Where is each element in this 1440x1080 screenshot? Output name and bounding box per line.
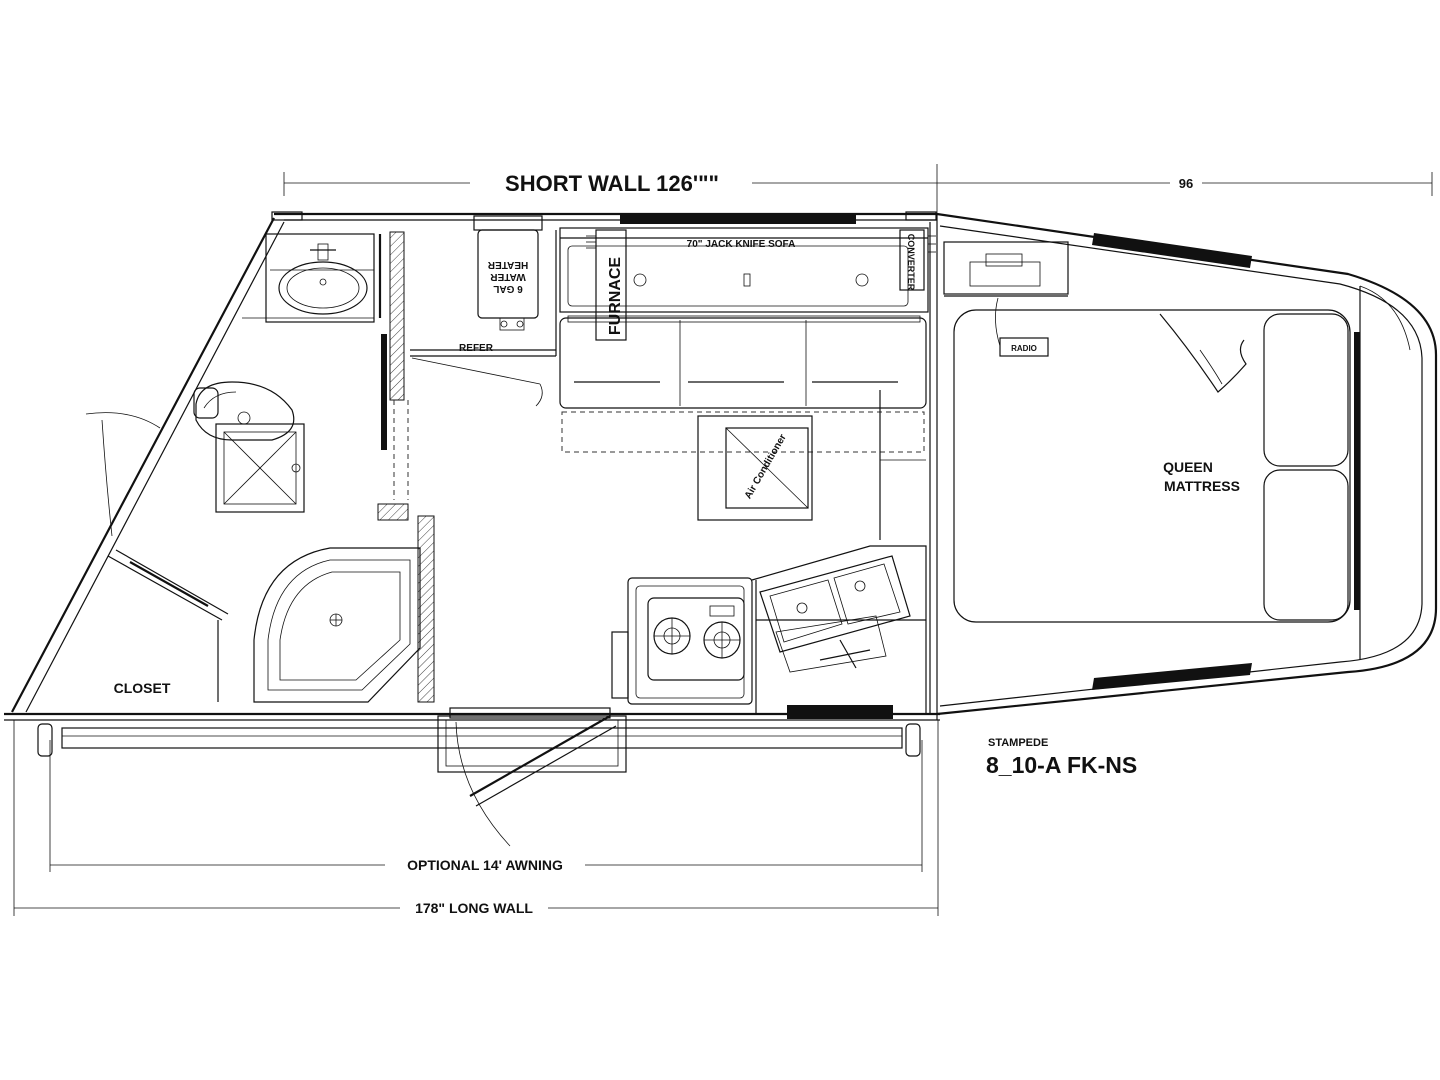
air-conditioner-label: Air Conditioner bbox=[743, 432, 789, 501]
radio-label: RADIO bbox=[1011, 344, 1037, 353]
furnace: FURNACE bbox=[586, 229, 627, 341]
model-brand: STAMPEDE bbox=[988, 737, 1048, 749]
air-conditioner: Air Conditioner bbox=[697, 415, 813, 521]
refer-label: REFER bbox=[459, 343, 494, 354]
dimension-nose-width: 96 bbox=[937, 172, 1433, 196]
windows bbox=[620, 214, 1360, 719]
table-outline bbox=[561, 411, 925, 453]
dimension-awning: OPTIONAL 14' AWNING bbox=[49, 740, 923, 873]
short-wall-label: SHORT WALL 126'"" bbox=[505, 171, 719, 196]
long-wall-label: 178" LONG WALL bbox=[415, 900, 533, 916]
toilet bbox=[193, 381, 295, 441]
trailer-shell bbox=[4, 211, 940, 721]
awning-label: OPTIONAL 14' AWNING bbox=[407, 857, 563, 873]
mattress-label-1: QUEEN bbox=[1163, 459, 1213, 475]
dimension-long-wall: 178" LONG WALL bbox=[13, 720, 939, 916]
awning-rail bbox=[37, 723, 921, 757]
converter-label: CONVERTER bbox=[906, 234, 916, 291]
converter: CONVERTER bbox=[899, 229, 936, 291]
kitchen-sink bbox=[759, 555, 911, 673]
mattress-label-2: MATTRESS bbox=[1164, 478, 1240, 494]
water-heater-label-2: WATER bbox=[490, 271, 526, 282]
corner-shower bbox=[253, 503, 435, 703]
vanity-sink bbox=[242, 233, 375, 323]
dimension-short-wall: SHORT WALL 126'"" bbox=[283, 164, 938, 222]
water-heater: 6 GAL WATER HEATER bbox=[473, 215, 543, 331]
water-heater-label-1: 6 GAL bbox=[493, 283, 522, 294]
model-title-block: STAMPEDE 8_10-A FK-NS bbox=[986, 737, 1137, 778]
nose-width-label: 96 bbox=[1179, 176, 1193, 191]
entry-door bbox=[437, 707, 627, 847]
model-code: 8_10-A FK-NS bbox=[986, 752, 1137, 778]
bathroom bbox=[193, 231, 435, 703]
radio-cabinet: RADIO bbox=[943, 241, 1069, 357]
furnace-label: FURNACE bbox=[607, 257, 624, 336]
closet-label: CLOSET bbox=[114, 680, 171, 696]
refrigerator: REFER bbox=[410, 230, 557, 407]
closet: CLOSET bbox=[85, 412, 229, 702]
shower-pan bbox=[215, 423, 305, 513]
jack-knife-sofa: 70" JACK KNIFE SOFA bbox=[559, 227, 929, 409]
water-heater-label-3: HEATER bbox=[487, 259, 528, 270]
queen-mattress: QUEEN MATTRESS bbox=[953, 309, 1351, 623]
sofa-label: 70" JACK KNIFE SOFA bbox=[687, 239, 796, 250]
cooktop bbox=[611, 577, 753, 705]
